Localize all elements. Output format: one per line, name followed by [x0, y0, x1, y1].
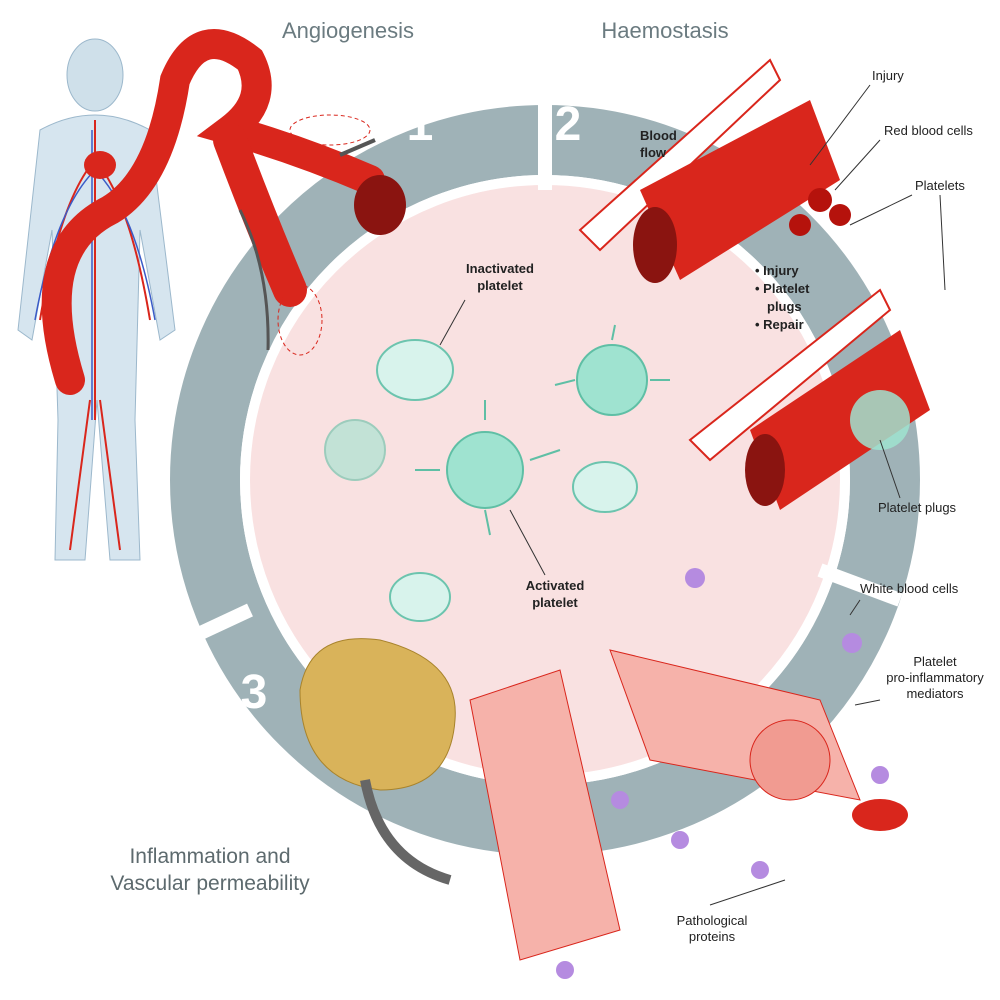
arrow-icon [360, 779, 452, 885]
heart-icon [84, 151, 116, 179]
white-blood-cells-label: White blood cells [860, 581, 959, 596]
leaky-vessels [469, 649, 861, 961]
blood-flow-arrow-icon [578, 58, 782, 252]
haemostasis-vessels [578, 58, 930, 510]
red-blood-cells-label: Red blood cells [884, 123, 973, 138]
inactivated-platelets [376, 339, 638, 622]
platelet-plug [850, 390, 910, 450]
activated-platelets [324, 324, 670, 536]
white-blood-cells [556, 568, 889, 979]
stage-number-1: 1 [407, 98, 434, 151]
human-body-illustration [17, 38, 176, 561]
heading-angiogenesis: Angiogenesis [282, 18, 414, 43]
stage-number-2: 2 [555, 98, 582, 151]
brain-illustration [299, 638, 456, 791]
platelet-plugs-label: Platelet plugs [878, 500, 957, 515]
arrow-icon [339, 138, 376, 157]
injury-label: Injury [872, 68, 904, 83]
arrow-icon [238, 209, 270, 351]
angiogenesis-vessel [41, 29, 406, 395]
platelets-label: Platelets [915, 178, 965, 193]
blood-flow-arrow-icon [688, 288, 892, 462]
stage-number-3: 3 [241, 666, 268, 719]
red-blood-cell [852, 799, 908, 831]
heading-haemostasis: Haemostasis [601, 18, 728, 43]
